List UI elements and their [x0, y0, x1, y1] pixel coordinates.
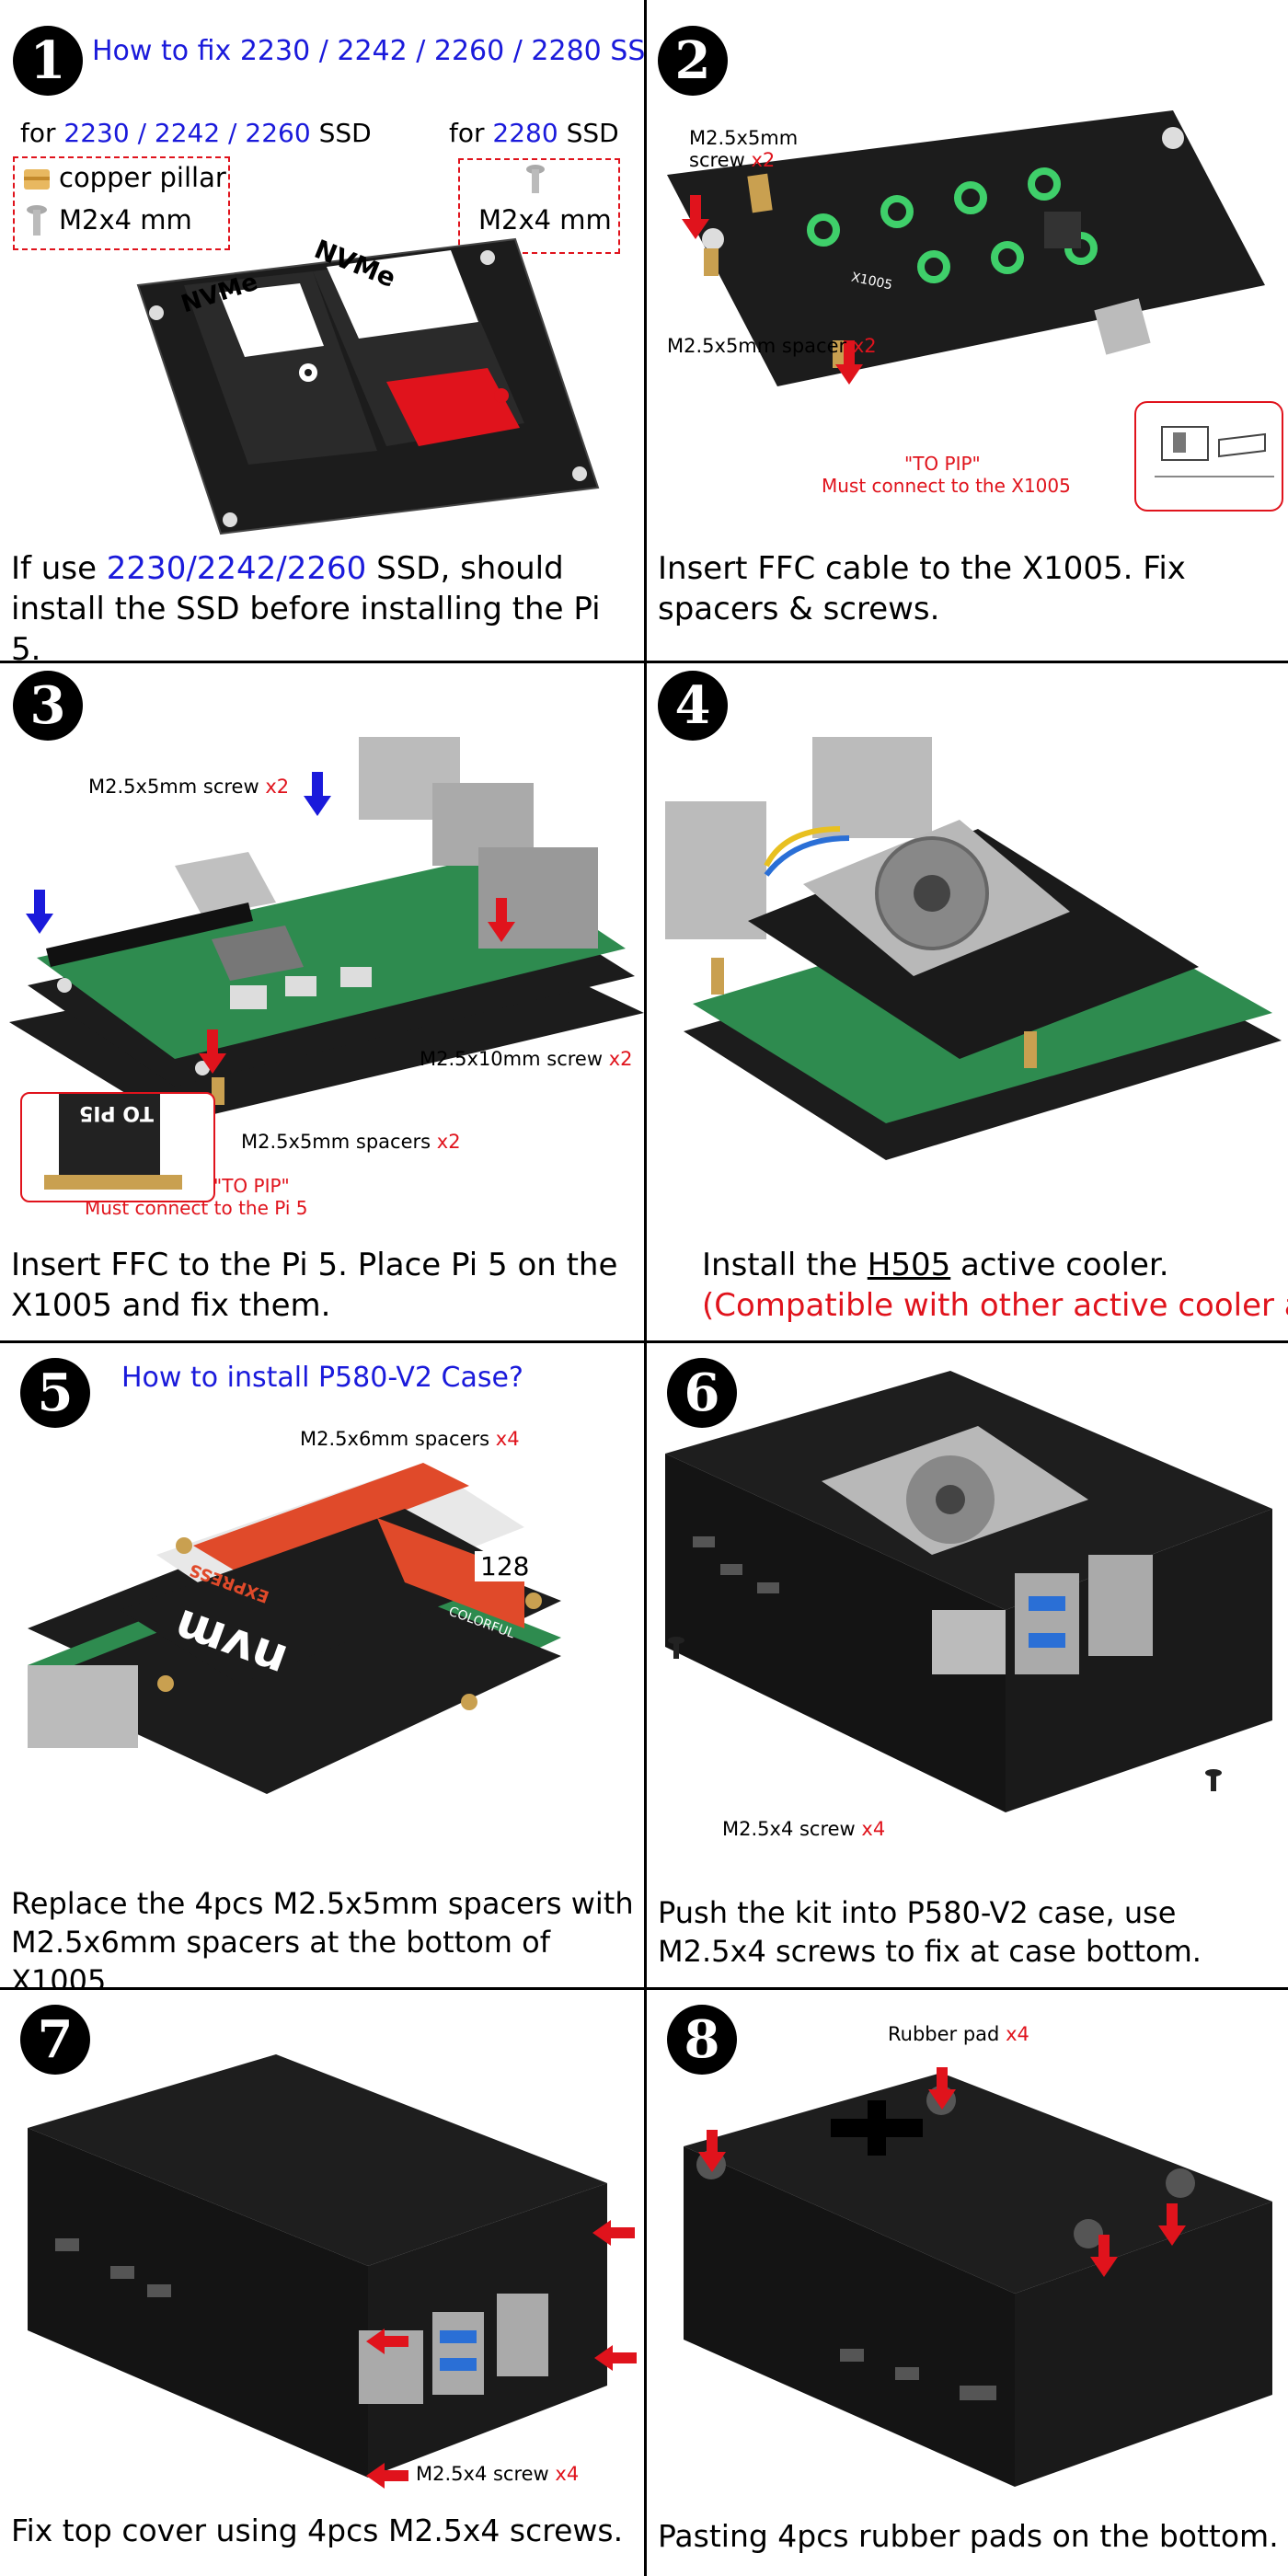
- step-number-badge: 2: [658, 26, 728, 96]
- screw-label: M2.5x5mm screw x2: [88, 776, 290, 798]
- connector-detail-inset: [1134, 401, 1283, 512]
- spacers-label: M2.5x5mm spacers x2: [241, 1131, 461, 1153]
- left-arrow-icon: [594, 2345, 637, 2371]
- spacer-label: M2.5x6mm spacers x4: [300, 1428, 520, 1450]
- panel-caption: Install the H505 active cooler. (Compati…: [702, 1247, 1288, 1324]
- step-number-badge: 3: [13, 671, 83, 741]
- left-arrow-icon: [366, 2463, 408, 2489]
- step-number-badge: 1: [13, 26, 83, 96]
- panel-caption: Fix top cover using 4pcs M2.5x4 screws.: [11, 2513, 624, 2548]
- down-arrow-icon: [682, 195, 709, 239]
- down-arrow-icon: [1158, 2203, 1186, 2246]
- panel-step-3: 3 M2.5x5mm screw x2: [0, 663, 644, 1340]
- panel-title: How to fix 2230 / 2242 / 2260 / 2280 SSD…: [92, 35, 644, 67]
- row-divider-3: [0, 1987, 1288, 1990]
- step-number-badge: 7: [20, 2005, 90, 2075]
- down-arrow-icon: [199, 1029, 226, 1074]
- panel-step-8: 8 Rubber pad x4 Pasting 4pcs rubber pads…: [647, 1990, 1288, 2576]
- screw-label: M2.5x4 screw x4: [722, 1818, 886, 1840]
- pad-label: Rubber pad x4: [888, 2023, 1029, 2045]
- case-bottom-illustration: [665, 2064, 1282, 2496]
- down-arrow-icon: [1090, 2235, 1118, 2277]
- step-number-badge: 5: [20, 1358, 90, 1428]
- screw-icon: [1204, 1768, 1223, 1792]
- panel-step-2: 2 X1005 M2.5x5mm screw x2 M2.5x5m: [647, 0, 1288, 661]
- right-parts-box: [458, 158, 620, 254]
- step-number-badge: 6: [667, 1358, 737, 1428]
- down-arrow-icon: [698, 2130, 726, 2172]
- screw-right-label: M2x4 mm: [478, 204, 612, 236]
- panel-caption: Insert FFC cable to the X1005. Fix space…: [658, 550, 1186, 627]
- panel-step-6: 6 M2.5x4 screw x4 Push the kit into P580…: [647, 1343, 1288, 1987]
- panel-step-5: 5 How to install P580-V2 Case? M2.5x6mm …: [0, 1343, 644, 1987]
- panel-caption: Replace the 4pcs M2.5x5mm spacers with M…: [11, 1886, 634, 1987]
- screw-icon-right: [523, 164, 548, 195]
- spacer-label: M2.5x5mm spacer x2: [667, 335, 877, 357]
- screw-label: M2.5x5mm screw x2: [689, 127, 799, 171]
- left-arrow-icon: [592, 2220, 635, 2246]
- row-divider-2: [0, 1340, 1288, 1343]
- step-number-badge: 4: [658, 671, 728, 741]
- down-arrow-icon-blue: [304, 772, 331, 816]
- panel-step-7: 7 M2.5x4 screw x4 Fix top cover using 4p…: [0, 1990, 644, 2576]
- closed-case-front-illustration: [18, 2054, 626, 2487]
- note-line-1: "TO PIP": [904, 453, 981, 475]
- panel-title: How to install P580-V2 Case?: [121, 1362, 523, 1394]
- panel-caption: Push the kit into P580-V2 case, use M2.5…: [658, 1895, 1202, 1969]
- screw-left-label: M2x4 mm: [59, 204, 192, 236]
- screw-label: M2.5x4 screw x4: [416, 2463, 580, 2485]
- screw-icon: [667, 1636, 685, 1660]
- label-left-ssd: for 2230 / 2242 / 2260 SSD: [20, 118, 372, 148]
- case-kit-illustration: [656, 1371, 1282, 1858]
- pi5-on-x1005-illustration: [9, 709, 644, 1133]
- note-line-2: Must connect to the Pi 5: [85, 1197, 308, 1219]
- active-cooler-illustration: [656, 728, 1282, 1188]
- ssd-board-illustration: [83, 184, 616, 543]
- step-number-badge: 8: [667, 2005, 737, 2075]
- down-arrow-icon: [835, 340, 863, 385]
- panel-caption: Insert FFC to the Pi 5. Place Pi 5 on th…: [11, 1247, 618, 1324]
- ffc-label: TO PI5: [79, 1101, 154, 1124]
- screw10-label: M2.5x10mm screw x2: [420, 1048, 633, 1070]
- row-divider-1: [0, 661, 1288, 663]
- copper-pillar-icon: [20, 166, 53, 193]
- ssd-size-label: 128: [475, 1551, 535, 1581]
- ffc-detail-inset: [20, 1092, 215, 1202]
- down-arrow-icon: [928, 2067, 956, 2110]
- vertical-divider: [644, 0, 647, 2576]
- down-arrow-icon-blue: [26, 890, 53, 934]
- left-parts-box: [13, 156, 230, 250]
- copper-pillar-label: copper pillar: [59, 162, 226, 193]
- note-line-1: "TO PIP": [213, 1175, 290, 1197]
- note-line-2: Must connect to the X1005: [822, 475, 1071, 497]
- panel-step-4: 4 Install the H505 active cooler. (Compa…: [647, 663, 1288, 1340]
- panel-step-1: 1 How to fix 2230 / 2242 / 2260 / 2280 S…: [0, 0, 644, 661]
- panel-caption: Pasting 4pcs rubber pads on the bottom.: [658, 2518, 1279, 2554]
- label-right-ssd: for 2280 SSD: [449, 118, 619, 148]
- screw-icon: [24, 204, 50, 237]
- ssd-stack-illustration: [9, 1444, 644, 1831]
- x1005-board-illustration: [658, 110, 1283, 423]
- down-arrow-icon: [488, 898, 515, 942]
- panel-caption: If use 2230/2242/2260 SSD, should instal…: [11, 550, 601, 661]
- left-arrow-icon: [366, 2329, 408, 2354]
